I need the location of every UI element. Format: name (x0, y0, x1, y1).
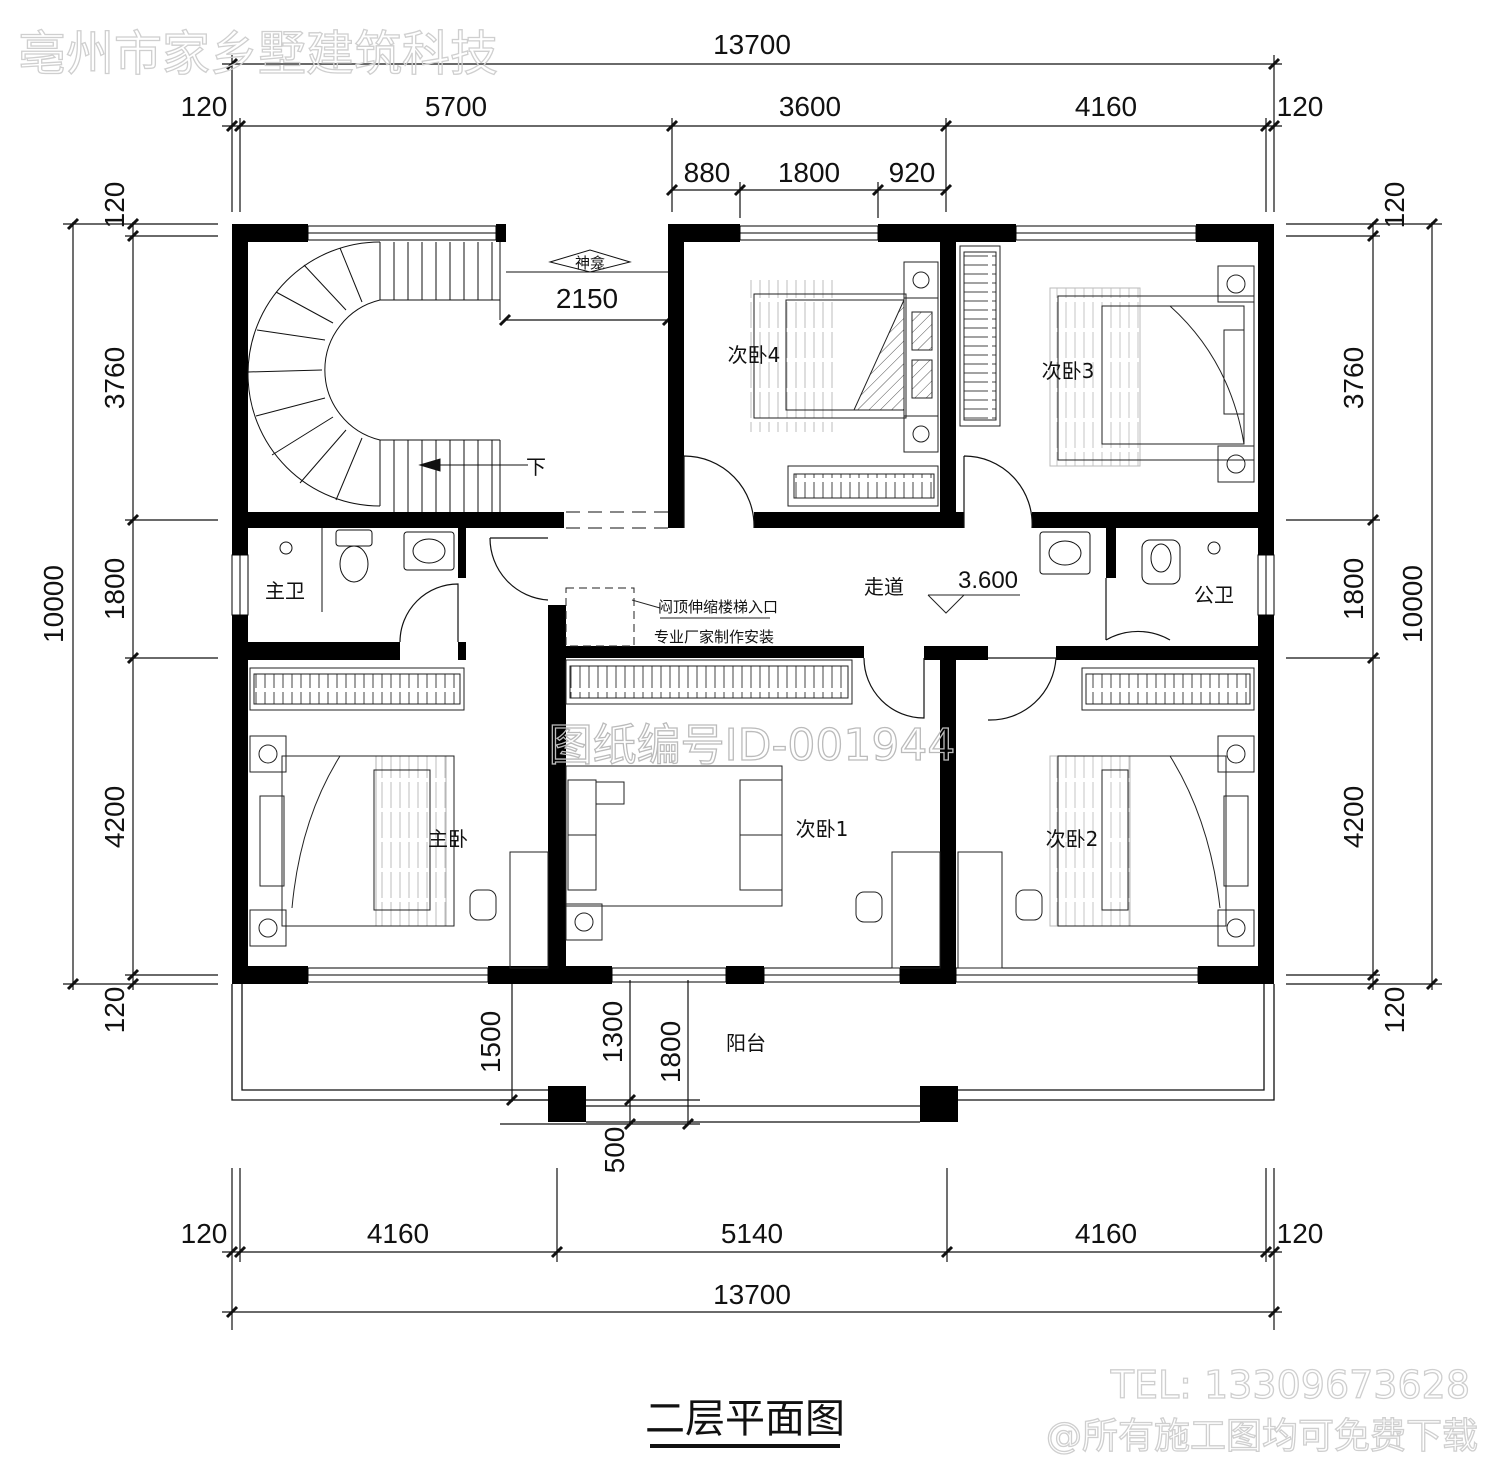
dim-top-120-right: 120 (1277, 91, 1324, 122)
dim-balc-1800: 1800 (655, 1021, 686, 1083)
dim-balc-500: 500 (599, 1127, 630, 1174)
dim-balc-1300: 1300 (597, 1001, 628, 1063)
label-public-bath: 公卫 (1194, 583, 1234, 607)
dim-top-4160: 4160 (1075, 91, 1137, 122)
watermark-free-download: @所有施工图均可免费下载 (1046, 1416, 1478, 1457)
watermark-phone: TEL: 13309673628 (1110, 1363, 1470, 1407)
dim-left-120-bottom: 120 (99, 987, 130, 1034)
dim-left-total: 10000 (38, 565, 69, 643)
label-balcony: 阳台 (726, 1031, 766, 1055)
shrine-label: 神龛 (575, 254, 605, 272)
dim-right-120-top: 120 (1379, 182, 1410, 229)
level-mark: 3.600 (958, 567, 1018, 594)
dim-top-880: 880 (684, 157, 731, 188)
label-bedroom3: 次卧3 (1042, 359, 1095, 383)
dim-top-120-left: 120 (181, 91, 228, 122)
bath-fixtures (279, 528, 1221, 612)
dim-right-total: 10000 (1397, 565, 1428, 643)
dim-top-total: 13700 (713, 29, 791, 60)
walls (231, 224, 1275, 984)
dim-bot-120-right: 120 (1277, 1218, 1324, 1249)
note-attic-line2: 专业厂家制作安装 (654, 628, 774, 646)
balcony-column-right (920, 1086, 958, 1122)
dim-top-1800: 1800 (778, 157, 840, 188)
label-master-bath: 主卫 (265, 579, 305, 603)
watermark-company: 亳州市家乡墅建筑科技 (18, 26, 498, 82)
dim-stair-2150: 2150 (556, 283, 618, 314)
dim-bot-4160-right: 4160 (1075, 1218, 1137, 1249)
dimension-lines (63, 55, 1442, 1330)
label-corridor: 走道 (864, 575, 904, 599)
dim-bot-120-left: 120 (181, 1218, 228, 1249)
dim-left-120-top: 120 (99, 182, 130, 229)
drawing-title: 二层平面图 (645, 1396, 845, 1442)
dim-top-3600: 3600 (779, 91, 841, 122)
dim-right-3760: 3760 (1338, 347, 1369, 409)
dim-right-1800: 1800 (1338, 558, 1369, 620)
dim-right-4200: 4200 (1338, 786, 1369, 848)
stair-direction-label: 下 (526, 455, 546, 479)
note-attic-line1: 闷顶伸缩楼梯入口 (658, 598, 778, 616)
dim-left-1800: 1800 (99, 558, 130, 620)
dim-top-5700: 5700 (425, 91, 487, 122)
doors (399, 455, 1171, 721)
label-bedroom1: 次卧1 (796, 817, 849, 841)
dim-balc-1500: 1500 (475, 1011, 506, 1073)
dim-bot-5140: 5140 (721, 1218, 783, 1249)
staircase (247, 241, 668, 529)
windows (239, 225, 1267, 983)
dim-right-120-bottom: 120 (1379, 987, 1410, 1034)
balcony-column-left (548, 1086, 586, 1122)
dim-bot-total: 13700 (713, 1279, 791, 1310)
label-master-bedroom: 主卧 (428, 827, 468, 851)
dim-left-4200: 4200 (99, 786, 130, 848)
furniture (249, 245, 1255, 969)
balcony (231, 984, 1275, 1123)
label-bedroom4: 次卧4 (728, 343, 781, 367)
label-bedroom2: 次卧2 (1046, 827, 1099, 851)
watermark-drawing-id: 图纸编号ID-001944 (549, 720, 956, 771)
dim-top-920: 920 (889, 157, 936, 188)
dimension-ticks (66, 57, 1439, 1319)
dim-left-3760: 3760 (99, 347, 130, 409)
dim-bot-4160-left: 4160 (367, 1218, 429, 1249)
